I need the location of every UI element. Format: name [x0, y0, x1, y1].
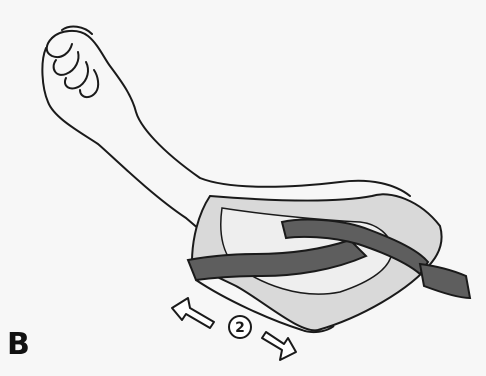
arrow-left-up-icon: [172, 298, 214, 328]
strap-tail: [420, 264, 470, 298]
arrow-right-down-icon: [262, 332, 296, 360]
panel-label: B: [7, 330, 30, 360]
step-number-text: 2: [235, 320, 245, 336]
hand-fingers: [47, 38, 98, 97]
